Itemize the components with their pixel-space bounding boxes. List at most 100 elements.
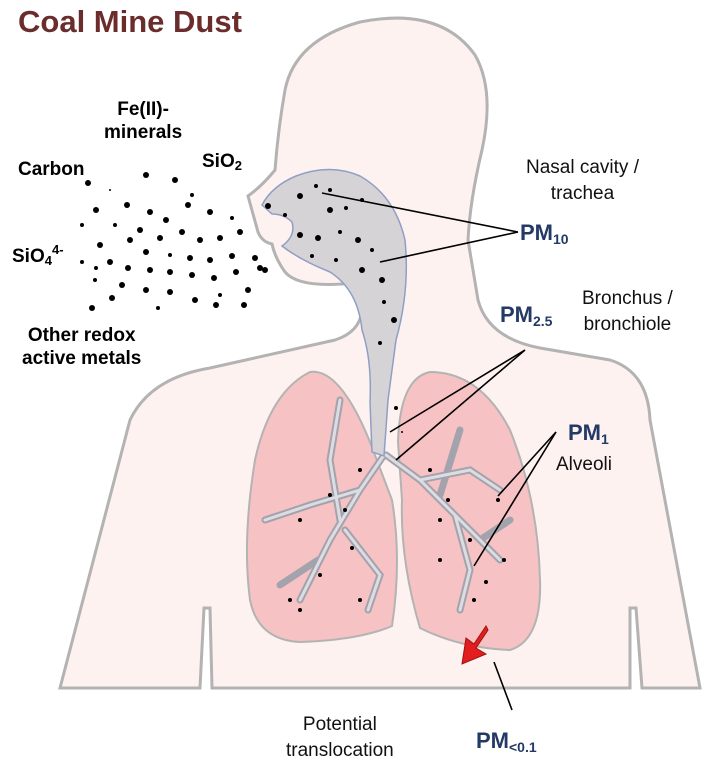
dust-particle bbox=[163, 217, 169, 223]
pm1-prefix: PM bbox=[568, 420, 601, 445]
deposited-particle bbox=[379, 277, 385, 283]
dust-particle bbox=[109, 189, 111, 191]
dust-particle bbox=[147, 267, 153, 273]
label-other-metals: Other redox active metals bbox=[22, 324, 141, 370]
deposited-particle bbox=[382, 300, 386, 304]
deposited-particle bbox=[327, 207, 333, 213]
dust-particle bbox=[107, 259, 113, 265]
dust-particle bbox=[190, 193, 194, 197]
page-title: Coal Mine Dust bbox=[18, 4, 242, 39]
pm01-sub: <0.1 bbox=[509, 739, 537, 755]
deposited-particle bbox=[502, 558, 506, 562]
label-alveoli: Alveoli bbox=[556, 454, 612, 475]
dust-particle bbox=[168, 253, 172, 257]
label-bronchus-text: Bronchus / bronchiole bbox=[582, 288, 673, 335]
dust-particle bbox=[167, 269, 173, 275]
label-pm01: PM<0.1 bbox=[476, 728, 537, 755]
dust-particle bbox=[207, 209, 213, 215]
dust-particle bbox=[119, 282, 125, 288]
dust-particle bbox=[245, 287, 251, 293]
label-other-metals-text: Other redox active metals bbox=[22, 325, 142, 369]
dust-particle bbox=[143, 249, 149, 255]
dust-particle bbox=[217, 235, 223, 241]
deposited-particle bbox=[358, 468, 362, 472]
dust-particle bbox=[172, 177, 178, 183]
dust-particle bbox=[97, 242, 103, 248]
deposited-particle bbox=[350, 546, 354, 550]
deposited-particle bbox=[378, 341, 382, 345]
dust-particle bbox=[218, 293, 222, 297]
label-pm25: PM2.5 bbox=[500, 302, 552, 329]
deposited-particle bbox=[472, 598, 476, 602]
deposited-particle bbox=[338, 230, 342, 234]
deposited-particle bbox=[358, 598, 362, 602]
label-sio2: SiO2 bbox=[202, 150, 242, 177]
dust-particle bbox=[124, 202, 130, 208]
deposited-particle bbox=[484, 580, 488, 584]
dust-particle bbox=[185, 202, 191, 208]
deposited-particle bbox=[446, 498, 450, 502]
dust-particle bbox=[147, 209, 153, 215]
dust-particle bbox=[93, 278, 97, 282]
label-carbon: Carbon bbox=[18, 159, 85, 180]
dust-particle bbox=[113, 223, 117, 227]
deposited-particle bbox=[283, 213, 287, 217]
deposited-particle bbox=[297, 193, 303, 199]
deposited-particle bbox=[310, 254, 314, 258]
dust-particle bbox=[230, 216, 234, 220]
dust-particle bbox=[125, 265, 131, 271]
deposited-particle bbox=[438, 558, 442, 562]
bronchial-tree-inner bbox=[263, 398, 502, 612]
dust-particle bbox=[80, 260, 84, 264]
dust-particle bbox=[229, 253, 235, 259]
dust-particle bbox=[233, 269, 239, 275]
deposited-particle bbox=[328, 188, 332, 192]
dust-particle bbox=[157, 235, 163, 241]
dust-particle bbox=[143, 287, 149, 293]
label-bronchus: Bronchus / bronchiole bbox=[582, 286, 673, 338]
deposited-particle bbox=[318, 573, 322, 577]
pm10-prefix: PM bbox=[520, 220, 553, 245]
label-pm1: PM1 bbox=[568, 420, 609, 447]
right-lung bbox=[396, 370, 542, 652]
deposited-particle bbox=[288, 598, 292, 602]
dust-particle bbox=[89, 305, 95, 311]
deposited-particle bbox=[315, 235, 321, 241]
label-sio2-base: SiO bbox=[202, 151, 235, 172]
dust-particle bbox=[213, 302, 219, 308]
deposited-particle bbox=[334, 258, 338, 262]
left-lung bbox=[245, 370, 398, 644]
label-sio4: SiO44- bbox=[12, 238, 64, 272]
label-fe-minerals-text: Fe(II)- minerals bbox=[104, 99, 183, 143]
dust-particle bbox=[257, 265, 263, 271]
dust-particle bbox=[143, 172, 149, 178]
deposited-particle bbox=[298, 518, 302, 522]
deposited-particle bbox=[343, 508, 347, 512]
pm1-sub: 1 bbox=[601, 431, 609, 447]
label-translocation-text: Potential translocation bbox=[286, 714, 394, 761]
label-pm10: PM10 bbox=[520, 220, 569, 247]
deposited-particle bbox=[359, 267, 365, 273]
label-nasal-cavity: Nasal cavity / trachea bbox=[526, 155, 639, 207]
deposited-particle bbox=[297, 232, 303, 238]
dust-particle bbox=[85, 180, 91, 186]
pm25-sub: 2.5 bbox=[533, 313, 553, 329]
label-sio4-sup: 4- bbox=[51, 242, 64, 257]
deposited-particles bbox=[265, 184, 506, 612]
deposited-particle bbox=[355, 237, 361, 243]
dust-particle bbox=[211, 275, 217, 281]
translocation-arrow-icon bbox=[461, 625, 489, 665]
deposited-particle bbox=[438, 518, 442, 522]
dust-particles bbox=[80, 172, 268, 311]
dust-particle bbox=[187, 255, 193, 261]
deposited-particle bbox=[428, 468, 432, 472]
deposited-particle bbox=[391, 317, 397, 323]
deposited-particle bbox=[344, 206, 348, 210]
deposited-particle bbox=[394, 406, 398, 410]
deposited-particle bbox=[401, 431, 403, 433]
deposited-particle bbox=[370, 248, 374, 252]
deposited-particle bbox=[468, 538, 472, 542]
dust-particle bbox=[262, 267, 268, 273]
dust-particle bbox=[93, 207, 99, 213]
